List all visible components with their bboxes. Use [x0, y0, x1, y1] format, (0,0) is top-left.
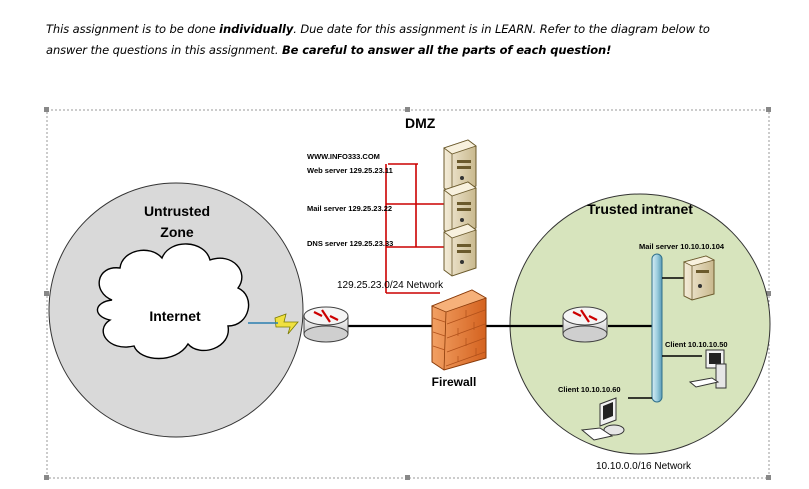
internal-router-icon[interactable] [562, 306, 608, 343]
web-site-label: WWW.INFO333.COM [307, 152, 380, 161]
internet-cloud [96, 243, 250, 360]
mail-server-dmz-label: Mail server 129.25.23.22 [307, 204, 392, 213]
mail-server-dmz-icon[interactable] [443, 181, 477, 237]
client-50-label: Client 10.10.10.50 [665, 340, 728, 349]
intranet-backbone [651, 253, 663, 403]
instructions-text: answer the questions in this assignment. [46, 43, 282, 57]
firewall-label: Firewall [432, 375, 477, 389]
dns-server-icon[interactable] [443, 223, 477, 277]
dns-server-label: DNS server 129.25.23.33 [307, 239, 393, 248]
web-server-icon[interactable] [443, 139, 477, 195]
client-50-computer-icon[interactable] [688, 349, 727, 389]
web-server-label: Web server 129.25.23.11 [307, 166, 393, 175]
client-60-label: Client 10.10.10.60 [558, 385, 621, 394]
instructions-emphasis: individually [219, 22, 294, 36]
edge-router-icon[interactable] [303, 306, 349, 343]
untrusted-zone-label-line1: Untrusted [144, 203, 210, 219]
internet-label: Internet [149, 308, 201, 324]
dmz-label: DMZ [405, 115, 436, 131]
trusted-intranet-label: Trusted intranet [587, 201, 693, 217]
instructions-text: . Due date for this assignment is in LEA… [293, 22, 710, 36]
instructions-line-2: answer the questions in this assignment.… [46, 43, 611, 57]
mail-server-internal-icon[interactable] [682, 255, 716, 301]
intranet-network-label: 10.10.0.0/16 Network [596, 461, 692, 472]
wan-link-bolt-icon [274, 313, 299, 335]
trusted-zone [509, 193, 771, 455]
untrusted-zone-label-line2: Zone [160, 224, 194, 240]
dmz-network-label: 129.25.23.0/24 Network [337, 280, 444, 291]
mail-server-internal-label: Mail server 10.10.10.104 [639, 242, 725, 251]
client-60-computer-icon[interactable] [580, 397, 625, 441]
firewall-icon[interactable] [430, 289, 487, 371]
instructions-line-1: This assignment is to be done individual… [46, 22, 710, 36]
instructions-emphasis: Be careful to answer all the parts of ea… [281, 43, 612, 57]
instructions-text: This assignment is to be done [46, 22, 220, 36]
diagram-frame[interactable] [44, 107, 771, 480]
dmz-server-links [385, 163, 444, 294]
